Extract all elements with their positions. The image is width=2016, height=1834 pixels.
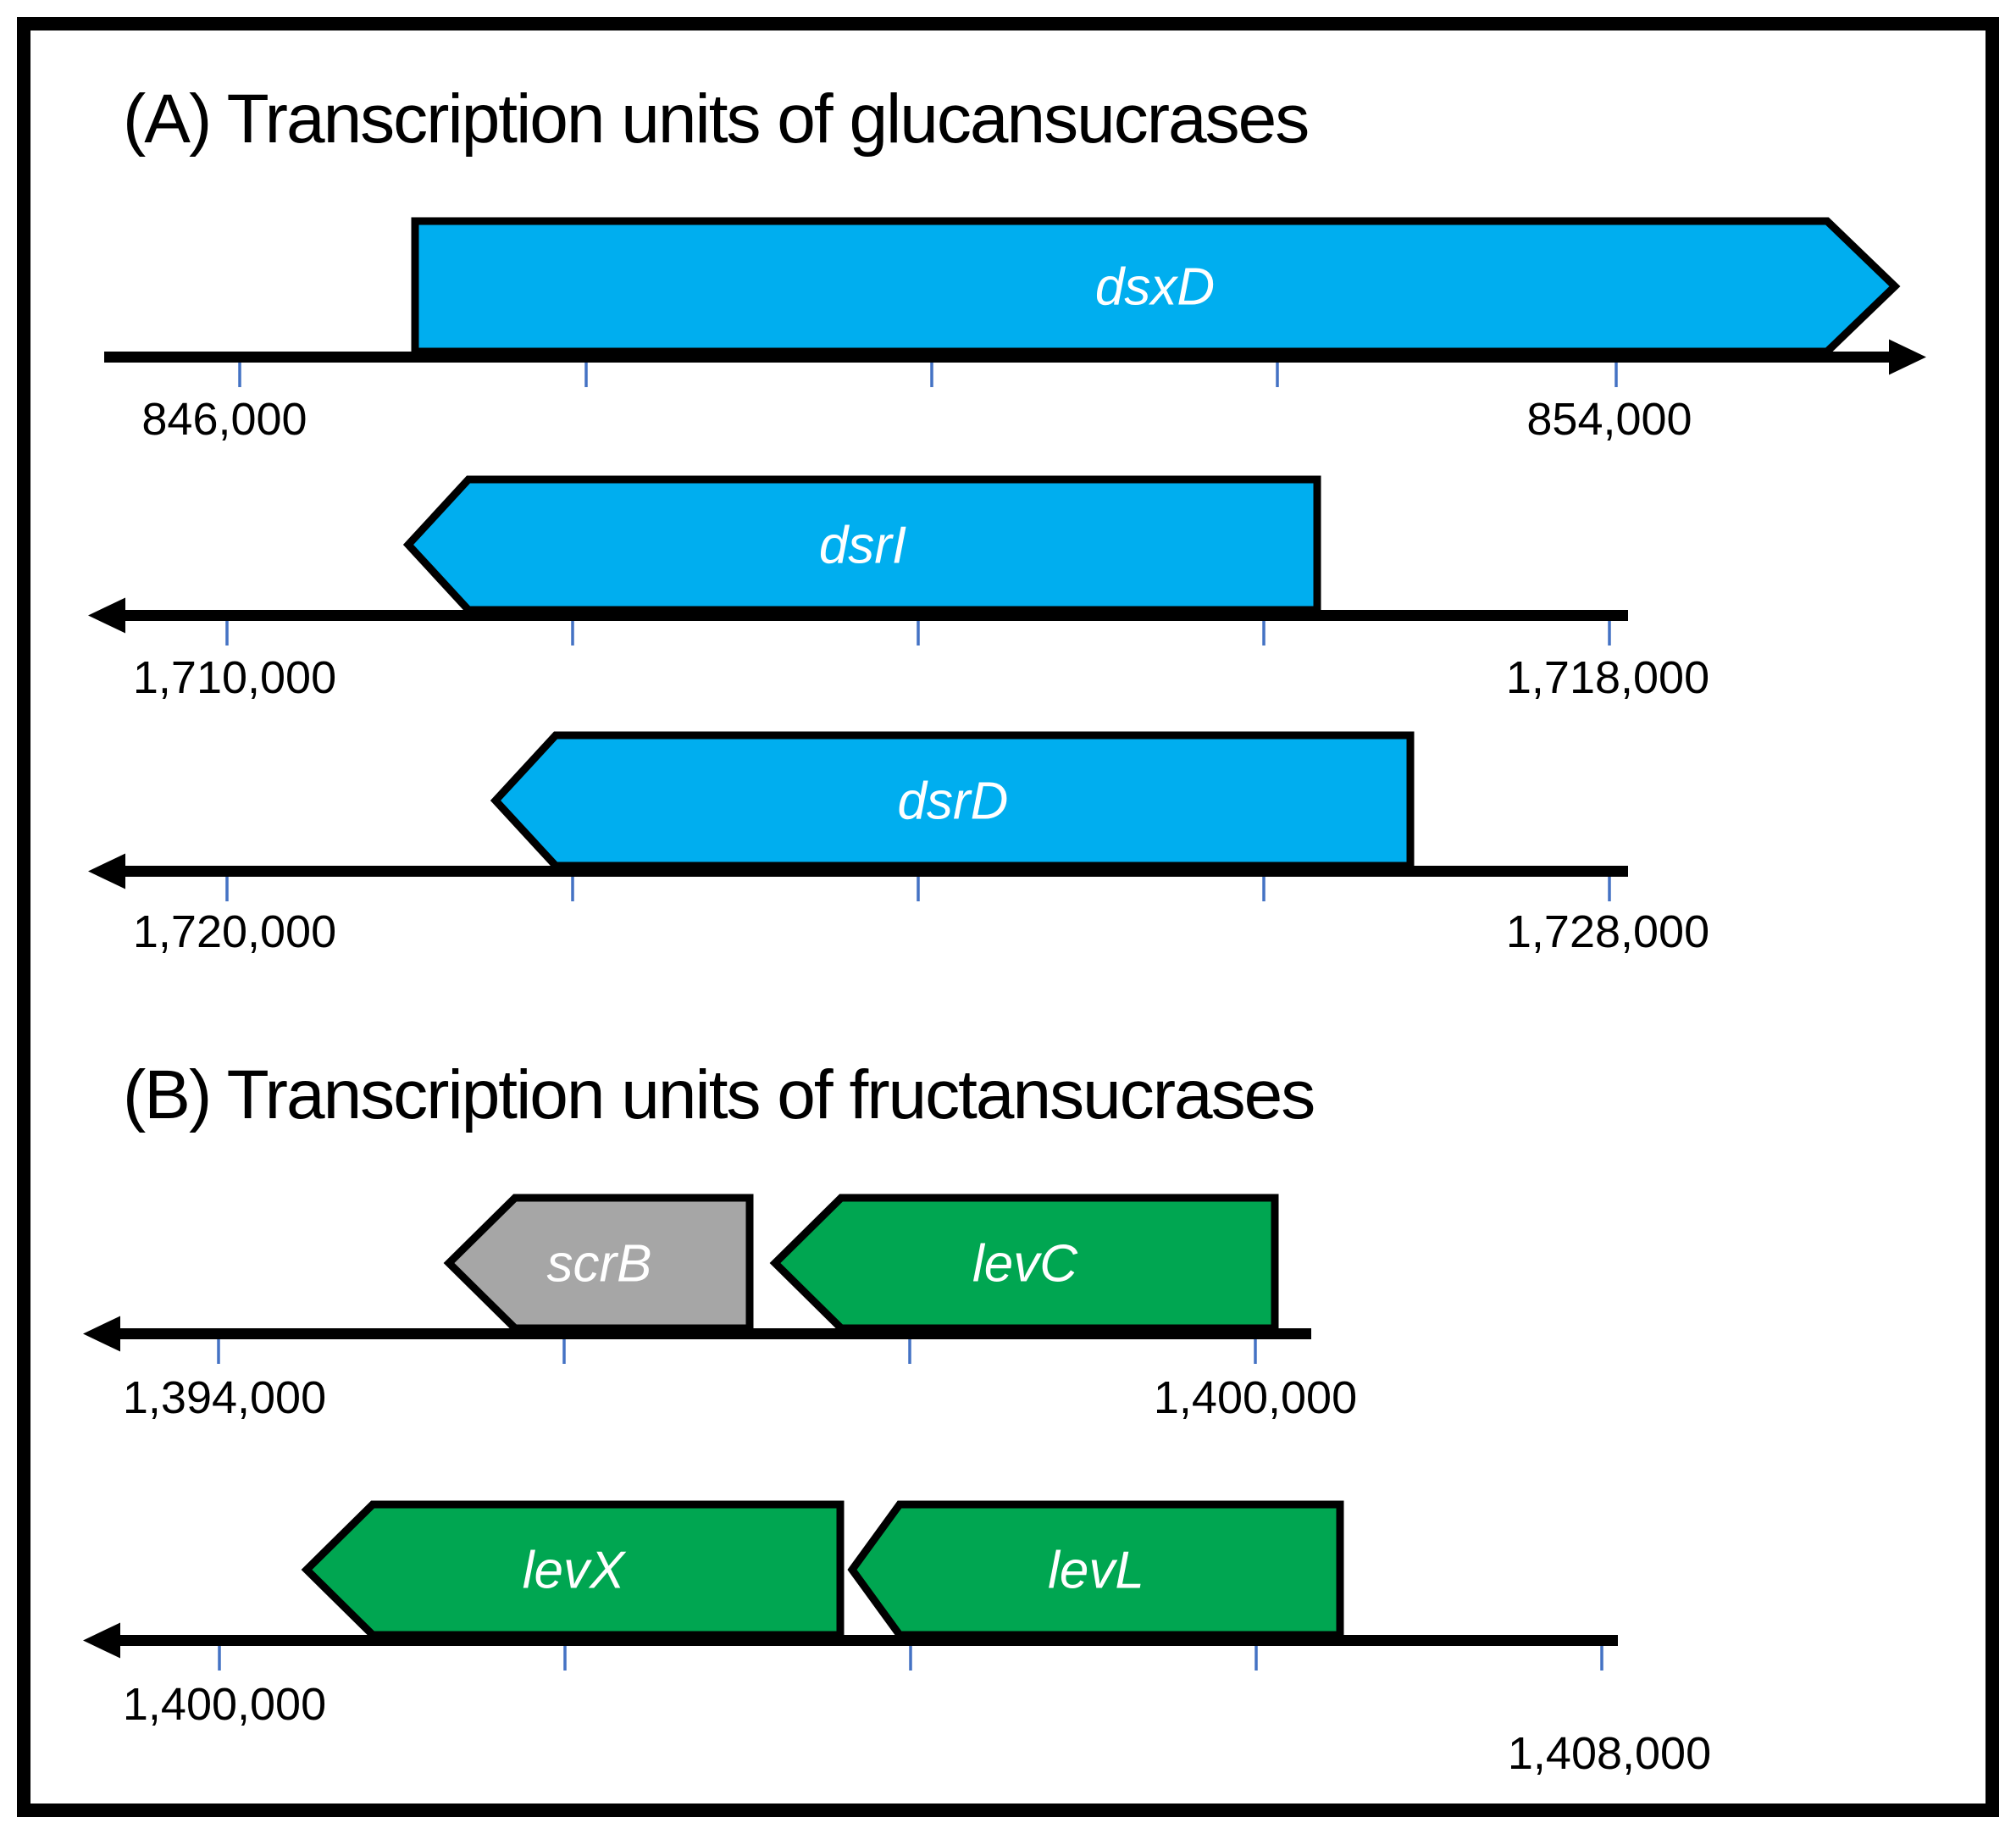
axis-tick	[562, 1330, 566, 1364]
axis-coordinate-label: 1,408,000	[1508, 1728, 1711, 1779]
axis-arrowhead-left	[88, 853, 125, 889]
axis-tick	[1608, 612, 1611, 646]
axis-tick	[218, 1637, 221, 1671]
axis-arrowhead-left	[83, 1316, 120, 1352]
axis-arrowhead-right	[1889, 339, 1926, 375]
axis-tick	[909, 1637, 912, 1671]
axis-tick	[225, 867, 229, 901]
axis-tick	[225, 612, 229, 646]
gene-arrow-dsxD	[411, 217, 1901, 356]
gene-arrow-levC	[769, 1194, 1279, 1333]
gene-arrow-levL	[847, 1500, 1344, 1639]
axis-coordinate-label: 1,710,000	[133, 652, 336, 703]
section-a-title: (A) Transcription units of glucansucrase…	[123, 80, 1310, 158]
axis-arrowhead-left	[88, 597, 125, 634]
axis-tick	[1614, 353, 1618, 387]
axis-arrowhead-left	[83, 1622, 120, 1659]
axis-coordinate-label: 1,728,000	[1506, 906, 1709, 957]
axis-tick	[1276, 353, 1279, 387]
section-b-title: (B) Transcription units of fructansucras…	[123, 1056, 1315, 1133]
axis-tick	[584, 353, 588, 387]
axis-coordinate-label: 1,720,000	[133, 906, 336, 957]
axis-coordinate-label: 1,394,000	[123, 1372, 326, 1423]
axis-tick	[1254, 1637, 1258, 1671]
axis-tick	[217, 1330, 220, 1364]
axis-tick	[1600, 1637, 1603, 1671]
axis-tick	[571, 867, 574, 901]
axis-tick	[1262, 612, 1266, 646]
axis-coordinate-label: 1,400,000	[123, 1679, 326, 1730]
transcription-unit-row-dsrI: 1,710,000 1,718,000 dsrI	[88, 475, 1709, 703]
gene-label-levC: levC	[972, 1235, 1078, 1294]
gene-label-dsrI: dsrI	[819, 517, 906, 575]
figure-border	[17, 17, 1999, 1817]
gene-label-scrB: scrB	[547, 1235, 652, 1294]
axis-coordinate-label: 1,400,000	[1154, 1372, 1357, 1423]
gene-arrow-dsrD	[490, 731, 1415, 870]
axis-tick	[1262, 867, 1266, 901]
axis-coordinate-label: 854,000	[1526, 394, 1692, 445]
axis-tick	[563, 1637, 567, 1671]
axis-coordinate-label: 846,000	[141, 394, 307, 445]
gene-arrow-levX	[301, 1500, 845, 1639]
gene-label-levL: levL	[1048, 1542, 1144, 1600]
axis-coordinate-label: 1,718,000	[1506, 652, 1709, 703]
axis-tick	[917, 612, 920, 646]
transcription-unit-row-levX-levL: 1,400,000 1,408,000 levX levL	[83, 1500, 1711, 1779]
gene-label-levX: levX	[523, 1542, 627, 1600]
transcription-unit-row-dsrD: 1,720,000 1,728,000 dsrD	[88, 731, 1709, 957]
gene-label-dsxD: dsxD	[1095, 258, 1215, 317]
axis-tick	[1608, 867, 1611, 901]
axis-tick	[917, 867, 920, 901]
transcription-unit-row-dsxD: 846,000 854,000 dsxD	[104, 217, 1926, 445]
axis-tick	[908, 1330, 911, 1364]
axis-tick	[238, 353, 241, 387]
axis-tick	[1254, 1330, 1257, 1364]
gene-arrow-scrB	[443, 1194, 754, 1333]
axis-tick	[571, 612, 574, 646]
axis-line	[119, 1635, 1618, 1646]
axis-tick	[930, 353, 933, 387]
gene-label-dsrD: dsrD	[898, 773, 1009, 831]
transcription-unit-row-scrB-levC: 1,394,000 1,400,000 scrB levC	[83, 1194, 1357, 1423]
gene-arrow-dsrI	[402, 475, 1321, 614]
